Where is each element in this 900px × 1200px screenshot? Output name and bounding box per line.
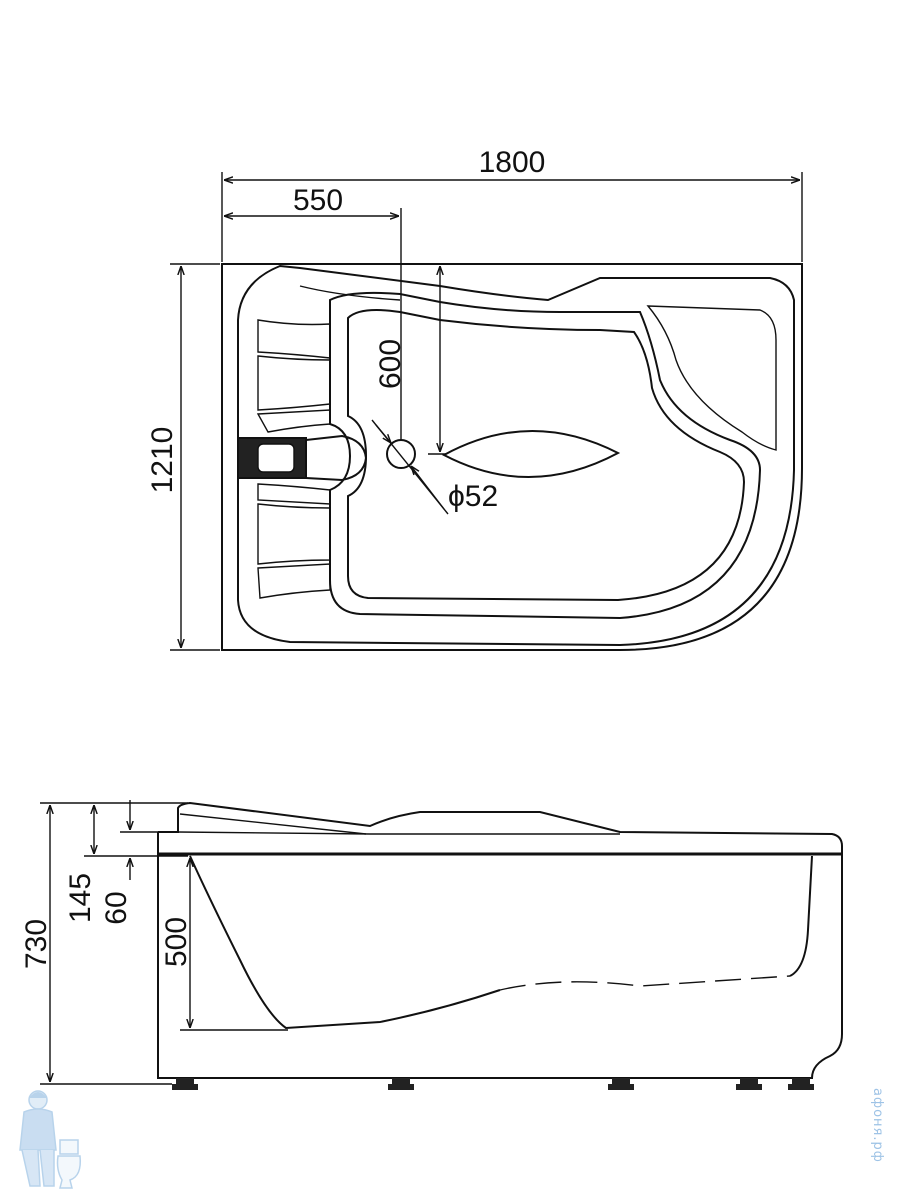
- bathtub-outer-outline: [221, 263, 803, 651]
- feet: [172, 1078, 814, 1090]
- diameter-arrow-a: [375, 424, 391, 443]
- basin-profile-dashed: [499, 975, 791, 991]
- mascot-body: [19, 1108, 57, 1151]
- rim-inner-contour: [237, 264, 795, 647]
- foot: [608, 1084, 634, 1090]
- top-dimension-lines: [170, 172, 803, 651]
- toilet-tank: [59, 1139, 79, 1155]
- handle-body: [305, 434, 368, 482]
- dim-total-height-label: 730: [20, 919, 53, 969]
- handle-slot: [257, 443, 295, 473]
- dim-depth-label: 500: [160, 917, 193, 967]
- foot: [736, 1084, 762, 1090]
- foot: [392, 1078, 410, 1084]
- diameter-arrow-b: [411, 466, 445, 510]
- toilet-bowl: [56, 1155, 82, 1189]
- mascot-legs: [21, 1149, 55, 1187]
- plumber-mascot-logo: [19, 1090, 82, 1189]
- foot: [612, 1078, 630, 1084]
- pillow-segment: [257, 355, 331, 411]
- basin-right-wall: [789, 855, 813, 977]
- dim-drain-y-label: 600: [374, 339, 407, 389]
- pillow-segment: [257, 563, 331, 599]
- foot: [792, 1078, 810, 1084]
- foot: [788, 1084, 814, 1090]
- dim-drain-diameter-label: ϕ52: [448, 480, 498, 513]
- basin-profile: [189, 855, 501, 1030]
- pillow-segment: [257, 483, 331, 505]
- dim-headrest-label: 145: [64, 873, 97, 923]
- foot: [740, 1078, 758, 1084]
- rim-lower-line: [177, 831, 620, 835]
- basin-inner: [347, 309, 746, 602]
- rim-profile: [158, 801, 843, 852]
- body-outline: [157, 832, 843, 1079]
- headrest-deck-line: [179, 813, 367, 835]
- overflow-handle: [237, 434, 368, 482]
- armrest-contour: [646, 305, 777, 451]
- pillow-segment: [257, 319, 331, 359]
- foot: [388, 1084, 414, 1090]
- headrest-pillows: [256, 285, 401, 599]
- foot: [172, 1084, 198, 1090]
- pillow-segment: [257, 503, 331, 565]
- watermark-text: афоня.рф: [870, 1088, 885, 1163]
- mascot-cap: [29, 1092, 47, 1098]
- dim-drain-x-label: 550: [293, 184, 343, 217]
- top-view: 1800 550 1210 600 ϕ52: [146, 146, 803, 651]
- basin-outer: [329, 291, 762, 620]
- pillow-segment: [256, 409, 331, 433]
- watermark: афоня.рф: [870, 1088, 894, 1192]
- dim-rim-label: 60: [100, 891, 133, 924]
- grip-lens: [441, 430, 621, 478]
- headrest-rim-line: [299, 285, 401, 301]
- dim-width-label: 1210: [146, 427, 179, 494]
- side-view: 730 145 60 500: [20, 800, 843, 1090]
- foot: [176, 1078, 194, 1084]
- side-dimension-lines: [40, 800, 288, 1085]
- dim-length-label: 1800: [479, 146, 546, 179]
